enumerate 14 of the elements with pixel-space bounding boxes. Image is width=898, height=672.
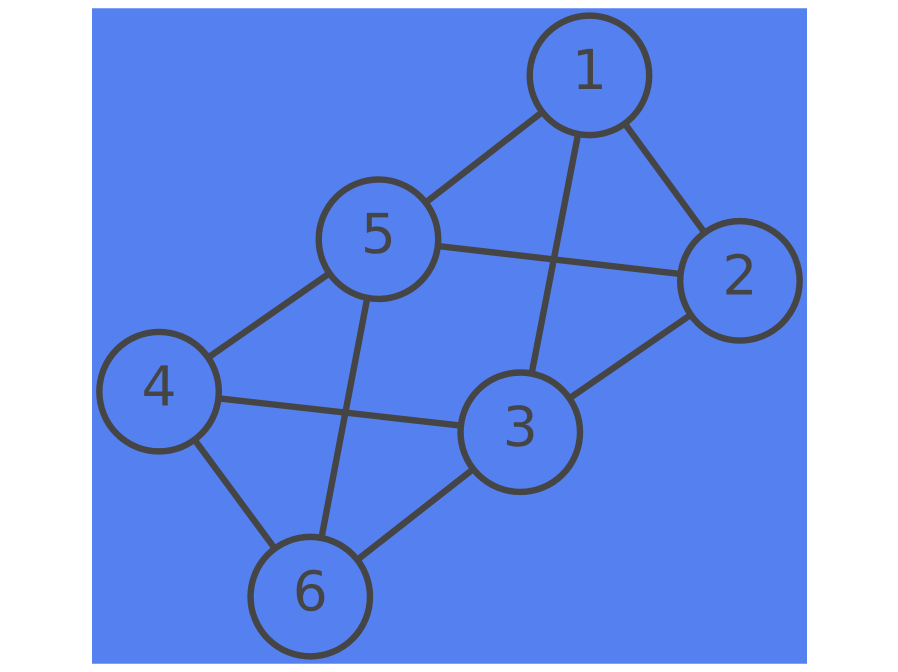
connector <box>206 270 331 360</box>
connector <box>318 298 370 538</box>
node-circle: 1 <box>526 12 652 138</box>
node-circle: 2 <box>676 218 802 344</box>
connector <box>355 466 475 562</box>
node-circle: 4 <box>96 328 222 455</box>
node-circle: 6 <box>246 534 373 660</box>
connector <box>567 312 692 401</box>
node-circle: 5 <box>315 176 441 302</box>
connector <box>528 134 581 374</box>
connector <box>192 438 277 550</box>
connector <box>622 122 707 234</box>
node-circle: 3 <box>456 369 583 496</box>
connector <box>423 110 544 206</box>
